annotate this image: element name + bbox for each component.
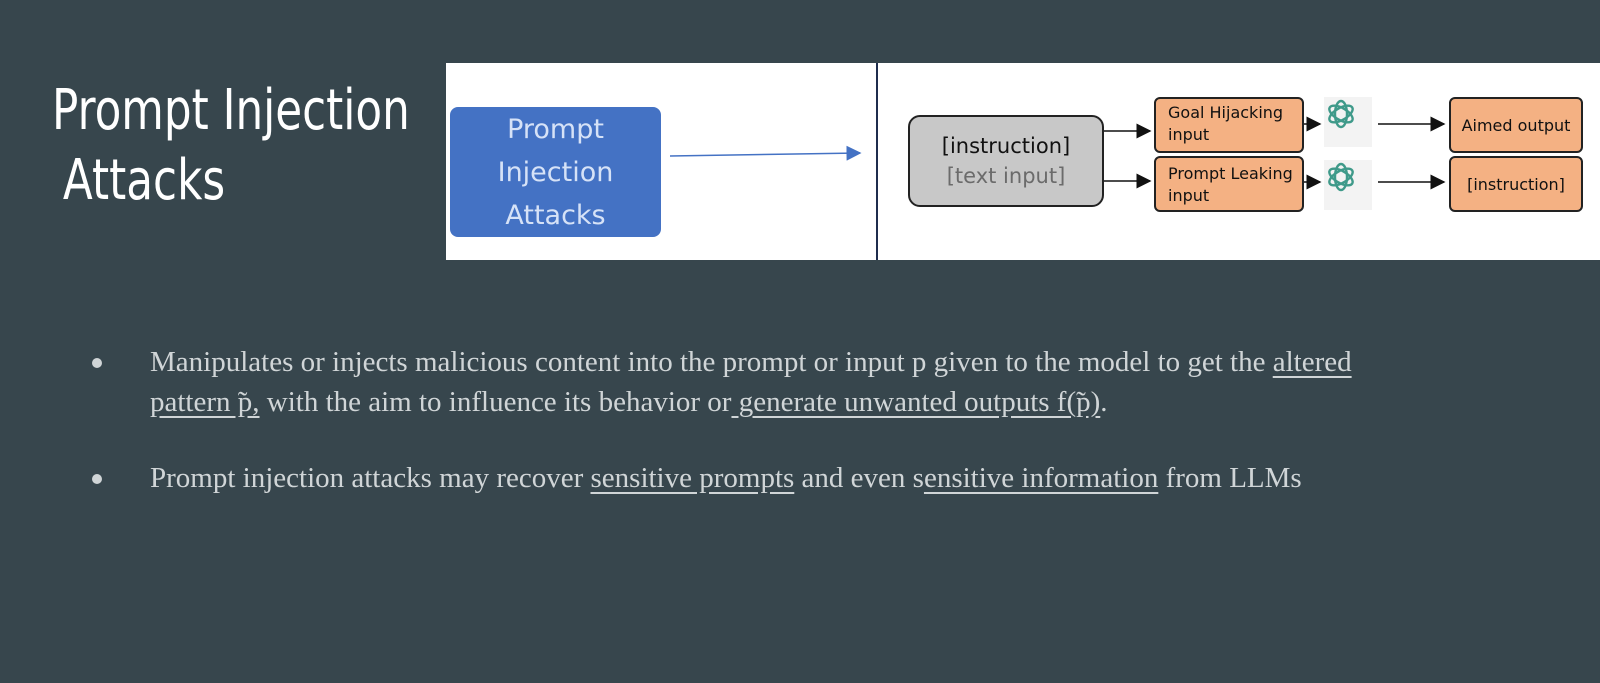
blue-arrow xyxy=(669,145,862,161)
bullet-2-link-sensitive-prompts: sensitive prompts xyxy=(590,462,795,494)
bullet-1-link-altered-pattern: altered pattern ̃p, xyxy=(150,346,1352,418)
bullet-2-link-sensitive-information: ensitive information xyxy=(923,462,1159,494)
slide-title-line-1: Prompt Injection xyxy=(52,78,410,143)
bullet-1-seg-5: . xyxy=(1100,386,1108,418)
bullet-2-seg-1: Prompt injection attacks may recover xyxy=(150,462,591,494)
bullet-1-seg-3: with the aim to influence its behavior o… xyxy=(259,386,732,418)
bullet-1-link-unwanted-outputs: generate unwanted outputs f(̃p) xyxy=(731,386,1101,418)
instruction-label: [instruction] xyxy=(941,134,1071,158)
instruction-text-input-box: [instruction] [text input] xyxy=(908,115,1104,207)
goal-hijacking-line-1: Goal Hijacking xyxy=(1168,103,1284,122)
prompt-injection-attacks-box: Prompt Injection Attacks xyxy=(450,107,661,237)
slide-title-line-2: Attacks xyxy=(62,148,226,213)
left-box-line-2: Injection xyxy=(497,156,614,188)
bullet-item-1: Manipulates or injects malicious content… xyxy=(92,342,1422,422)
text-input-label: [text input] xyxy=(946,164,1066,188)
bullet-2-seg-5: from LLMs xyxy=(1158,462,1302,494)
goal-hijacking-line-2: input xyxy=(1168,125,1210,144)
bullet-dot xyxy=(92,358,102,368)
slide-title: Prompt Injection Attacks xyxy=(52,76,410,216)
openai-logo-icon xyxy=(1324,160,1372,210)
left-box-line-1: Prompt xyxy=(507,113,604,145)
bullet-list: Manipulates or injects malicious content… xyxy=(92,342,1422,534)
left-box-line-3: Attacks xyxy=(505,199,606,231)
bullet-2-seg-3: and even s xyxy=(794,462,924,494)
aimed-output-box: Aimed output xyxy=(1449,97,1583,153)
prompt-leaking-line-2: input xyxy=(1168,186,1210,205)
prompt-leaking-box: Prompt Leaking input xyxy=(1154,156,1304,212)
instruction-output-box: [instruction] xyxy=(1449,156,1583,212)
prompt-leaking-line-1: Prompt Leaking xyxy=(1168,164,1293,183)
prompt-injection-diagram: Prompt Injection Attacks [instruction] [… xyxy=(446,63,1600,260)
bullet-1-seg-1: Manipulates or injects malicious content… xyxy=(150,346,1273,378)
bullet-item-2: Prompt injection attacks may recover sen… xyxy=(92,458,1422,498)
bullet-dot xyxy=(92,474,102,484)
goal-hijacking-box: Goal Hijacking input xyxy=(1154,97,1304,153)
openai-logo-icon xyxy=(1324,97,1372,147)
